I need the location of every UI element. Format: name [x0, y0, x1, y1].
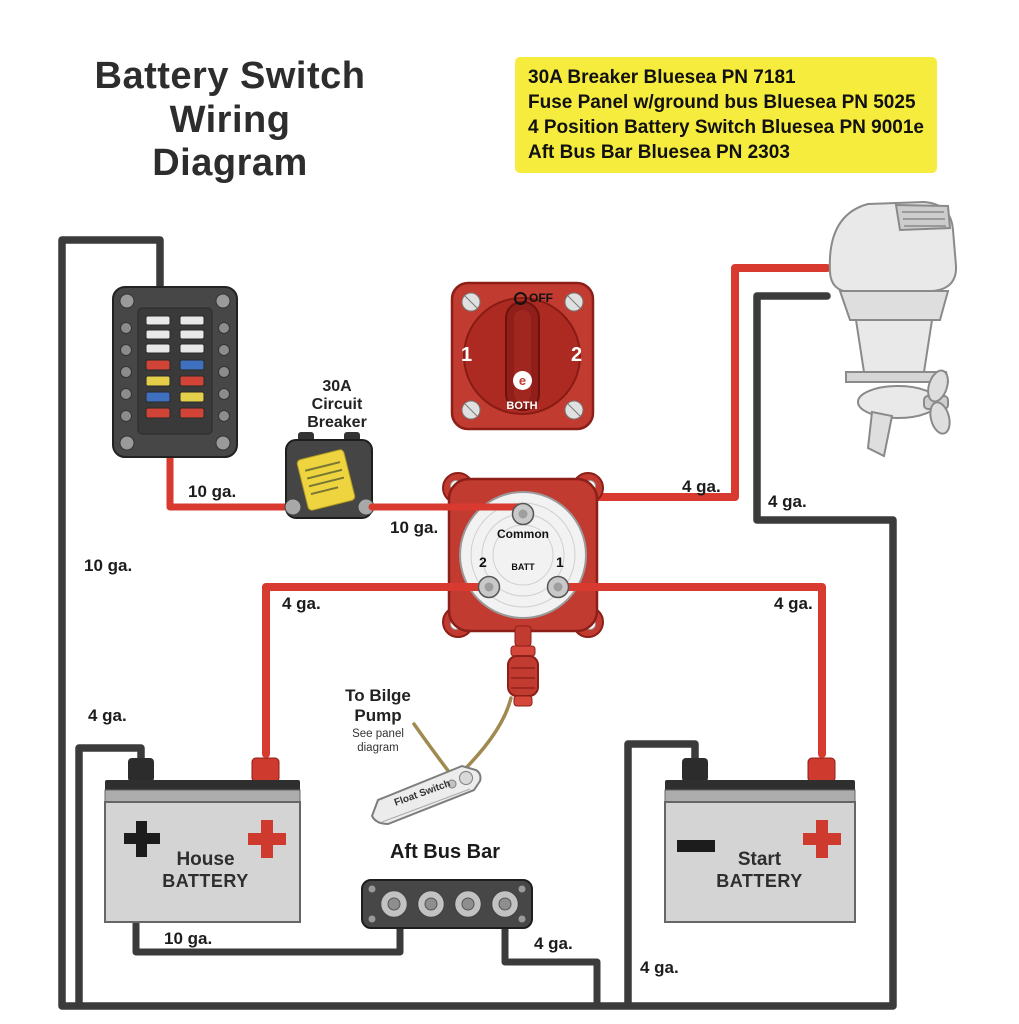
- wire-gauge-label: 4 ga.: [534, 934, 573, 953]
- screw-icon: [215, 293, 231, 309]
- wire-start-negative: [624, 740, 699, 1006]
- blue-sea-logo: e: [513, 371, 532, 390]
- house-negative-post: [128, 758, 154, 782]
- breaker-terminal: [284, 498, 302, 516]
- wire-gauge-label: 10 ga.: [390, 518, 439, 537]
- motor-prop-blade: [927, 369, 949, 403]
- switch-batt1-marking: 1: [556, 554, 564, 570]
- wire-switch2-to-house-positive: [262, 583, 493, 758]
- fuse-panel-terminals: [120, 322, 230, 422]
- start-battery-negative-symbol: [677, 840, 715, 852]
- title-line-1: Battery Switch: [94, 55, 366, 97]
- parts-list-line: 30A Breaker Bluesea PN 7181: [528, 67, 796, 88]
- switch-common-marking: Common: [497, 527, 549, 541]
- switch-batt2-marking: 2: [479, 554, 487, 570]
- wire-gauge-label: 10 ga.: [164, 929, 213, 948]
- start-battery-positive-symbol: [803, 820, 841, 858]
- outboard-motor: [828, 200, 958, 458]
- house-battery-positive-symbol: [248, 820, 286, 858]
- fuse-panel: [112, 286, 238, 458]
- screw-icon: [215, 435, 231, 451]
- breaker-yellow-label: [296, 449, 356, 511]
- wire-gauge-label: 10 ga.: [84, 556, 133, 575]
- wire-gauge-label: 4 ga.: [774, 594, 813, 613]
- wire-gauge-label: 10 ga.: [188, 482, 237, 501]
- wire-switch1-to-start-positive: [554, 583, 826, 758]
- switch-off-marking: OFF: [514, 291, 553, 305]
- house-battery: [104, 757, 301, 923]
- title-line-2: Wiring: [169, 98, 291, 141]
- house-battery-name: House: [176, 849, 235, 870]
- wire-ground-main: [58, 236, 897, 1010]
- switch-position-1: 1: [461, 344, 473, 366]
- motor-pan: [838, 290, 950, 321]
- wire-fusepanel-to-breaker: [166, 448, 300, 511]
- house-battery-negative-symbol: [124, 821, 160, 857]
- float-switch-hinge: [459, 771, 473, 785]
- wire-gauge-label: 4 ga.: [282, 594, 321, 613]
- aft-bus-bar: [361, 879, 533, 929]
- start-battery-type: BATTERY: [716, 871, 803, 891]
- wire-switch-to-motor: [594, 264, 831, 501]
- parts-list-line: 4 Position Battery Switch Bluesea PN 900…: [528, 117, 924, 139]
- switch-corner-screws: [461, 292, 584, 420]
- bilge-pump-label: To Bilge Pump See panel diagram: [345, 686, 411, 754]
- circuit-breaker-label: 30A Circuit Breaker: [307, 378, 367, 431]
- aft-bus-bar-label: Aft Bus Bar: [389, 841, 500, 863]
- house-positive-post: [251, 757, 280, 783]
- wire-gauge-label: 4 ga.: [768, 492, 807, 511]
- start-positive-post: [807, 757, 836, 783]
- wire-house-negative-to-busbar: [132, 914, 404, 956]
- red-wires-over: [262, 503, 826, 758]
- parts-list-line: Fuse Panel w/ground bus Bluesea PN 5025: [528, 92, 916, 114]
- motor-midsection: [854, 319, 934, 373]
- wire-gauge-label: 4 ga.: [640, 958, 679, 977]
- title-line-3: Diagram: [152, 142, 308, 185]
- motor-skeg: [866, 410, 894, 458]
- parts-list-box: 30A Breaker Bluesea PN 7181 Fuse Panel w…: [515, 57, 937, 174]
- switch-studs: [477, 502, 570, 599]
- bus-bar-posts: [379, 889, 520, 919]
- house-battery-type: BATTERY: [162, 871, 249, 891]
- wire-bilge-right: [460, 696, 513, 774]
- switch-position-2: 2: [571, 344, 583, 366]
- screw-icon: [119, 293, 135, 309]
- parts-list-line: Aft Bus Bar Bluesea PN 2303: [528, 142, 790, 164]
- switch-batt-marking: BATT: [511, 562, 535, 572]
- switch-both-marking: BOTH: [506, 400, 538, 412]
- red-wires-under: [166, 264, 831, 511]
- wire-gauge-label: 4 ga.: [88, 706, 127, 725]
- bilge-connector: [507, 625, 539, 707]
- wire-gauge-label: 4 ga.: [682, 477, 721, 496]
- page-title: Battery Switch Wiring Diagram: [70, 55, 390, 186]
- motor-prop-blade: [929, 401, 951, 435]
- screw-icon: [119, 435, 135, 451]
- start-battery-name: Start: [737, 849, 782, 870]
- start-battery: [664, 757, 856, 923]
- float-switch: [370, 764, 482, 826]
- circuit-breaker: [284, 432, 375, 519]
- fuse-slots: [145, 315, 205, 419]
- off-indicator-icon: [514, 291, 527, 305]
- wire-busbar-to-ground: [501, 920, 601, 1006]
- bilge-wires: [412, 696, 513, 778]
- start-negative-post: [682, 758, 708, 782]
